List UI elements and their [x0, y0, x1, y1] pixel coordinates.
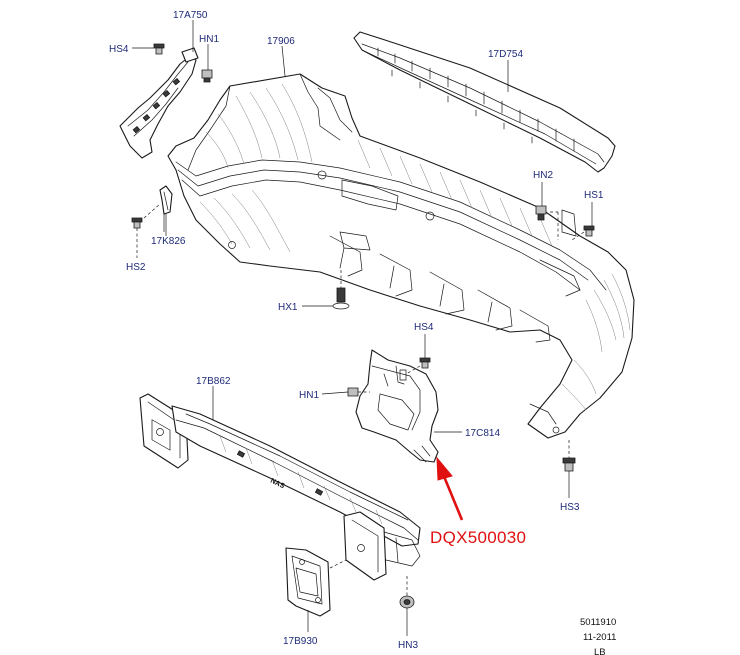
label-17b862: 17B862	[196, 376, 231, 387]
hs2-screw	[131, 203, 161, 258]
callout-arrow	[436, 456, 464, 521]
label-17b930: 17B930	[283, 636, 318, 647]
left-side-bracket	[119, 47, 199, 159]
label-hs4-top: HS4	[109, 44, 129, 55]
label-17906: 17906	[267, 36, 295, 47]
reference-block: 5011910 11-2011 LB	[580, 617, 616, 655]
callout-part-number: DQX500030	[430, 528, 526, 547]
reference-code: 5011910	[580, 617, 616, 628]
reference-suffix: LB	[594, 647, 606, 655]
hs4-top-screw	[132, 43, 165, 55]
hn2-nut	[535, 182, 559, 240]
label-hn3: HN3	[398, 640, 418, 651]
label-hn2: HN2	[533, 170, 553, 181]
hx1-fastener	[302, 270, 350, 310]
center-bracket-17c814	[355, 349, 439, 463]
hn1-top-nut	[201, 44, 213, 83]
label-17a750: 17A750	[173, 10, 208, 21]
clip-17k826	[159, 185, 173, 232]
hs3-fastener	[562, 440, 576, 498]
hn3-nut	[399, 576, 415, 636]
label-hs1: HS1	[584, 190, 604, 201]
bumper-cover	[167, 73, 635, 439]
label-17c814: 17C814	[465, 428, 500, 439]
mounting-plate-17b930	[285, 547, 347, 632]
hs4-mid-screw	[405, 334, 431, 375]
impact-beam-17b862	[139, 393, 421, 581]
hn1-mid-nut	[321, 387, 370, 397]
leader-lines	[165, 20, 509, 433]
label-hs4-mid: HS4	[414, 322, 434, 333]
label-hx1: HX1	[278, 302, 298, 313]
rear-reinforcement-strip	[353, 31, 616, 173]
label-hs3: HS3	[560, 502, 580, 513]
part-labels: 17A750 HS4 HN1 17906 17D754 HN2 HS1 17K8…	[109, 10, 604, 651]
hs1-screw	[571, 202, 595, 241]
label-17k826: 17K826	[151, 236, 186, 247]
label-hn1-top: HN1	[199, 34, 219, 45]
label-hn1-mid: HN1	[299, 390, 319, 401]
label-hs2: HS2	[126, 262, 146, 273]
reference-date: 11-2011	[583, 632, 616, 643]
label-17d754: 17D754	[488, 49, 523, 60]
